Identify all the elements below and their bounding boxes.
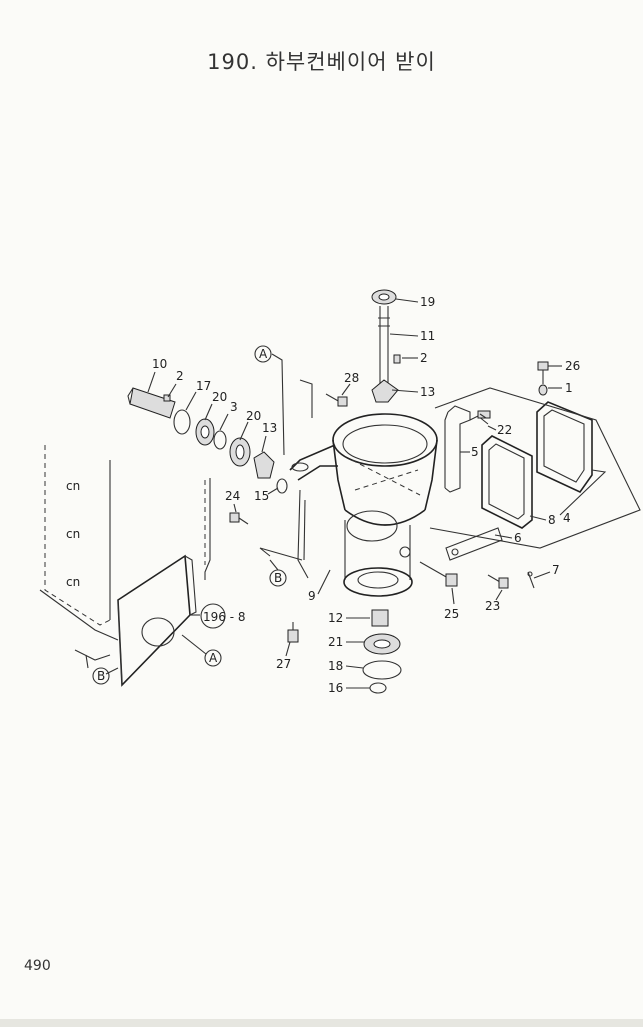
callout-11: 11 [420,329,435,343]
main-housing [289,413,438,597]
svg-text:A: A [259,347,268,361]
svg-text:cn: cn [66,527,80,541]
leader-lines [105,298,641,689]
callout-13b: 13 [262,421,277,435]
callout-5: 5 [471,445,479,459]
callout-18: 18 [328,659,343,673]
callout-19: 19 [420,295,435,309]
callout-20a: 20 [212,390,227,404]
callout-21: 21 [328,635,343,649]
ref-marker-a-bottom: A [204,649,222,667]
ref-marker-b-plate: B [92,667,110,685]
callout-13: 13 [420,385,435,399]
page-number: 490 [24,958,51,974]
callout-3: 3 [230,400,238,414]
svg-text:B: B [97,669,105,683]
ref-marker-b-housing: B [269,569,287,587]
callout-7: 7 [552,563,560,577]
svg-text:cn: cn [66,479,80,493]
callout-8: 8 [548,513,556,527]
callout-22: 22 [497,423,512,437]
callout-10: 10 [152,357,167,371]
cover-gasket-bracket [444,401,593,529]
svg-text:A: A [209,651,218,665]
svg-text:B: B [274,571,282,585]
svg-text:196 - 8: 196 - 8 [203,610,246,624]
callout-12: 12 [328,611,343,625]
left-shaft-assembly [127,387,288,494]
callout-196-8: 196 - 8 [200,603,246,629]
callout-2b: 2 [176,369,184,383]
scan-edge [0,1019,643,1027]
callout-9: 9 [308,589,316,603]
callout-15: 15 [254,489,269,503]
fasteners [229,361,549,694]
callout-25: 25 [444,607,459,621]
callout-labels: 19 11 2 13 26 1 28 10 2 17 20 3 20 13 15… [92,295,580,695]
callout-6: 6 [514,531,522,545]
callout-2: 2 [420,351,428,365]
callout-23: 23 [485,599,500,613]
top-shaft-assembly [371,289,401,403]
callout-16: 16 [328,681,343,695]
side-frame-panel: cn cn cn [39,445,211,641]
callout-4: 4 [563,511,571,525]
ref-marker-a-top: A [254,345,272,363]
callout-26: 26 [565,359,580,373]
callout-24: 24 [225,489,240,503]
callout-27: 27 [276,657,291,671]
callout-1: 1 [565,381,573,395]
svg-text:cn: cn [66,575,80,589]
callout-28: 28 [344,371,359,385]
callout-20b: 20 [246,409,261,423]
callout-17: 17 [196,379,211,393]
page-title: 190. 하부컨베이어 받이 [207,50,436,74]
